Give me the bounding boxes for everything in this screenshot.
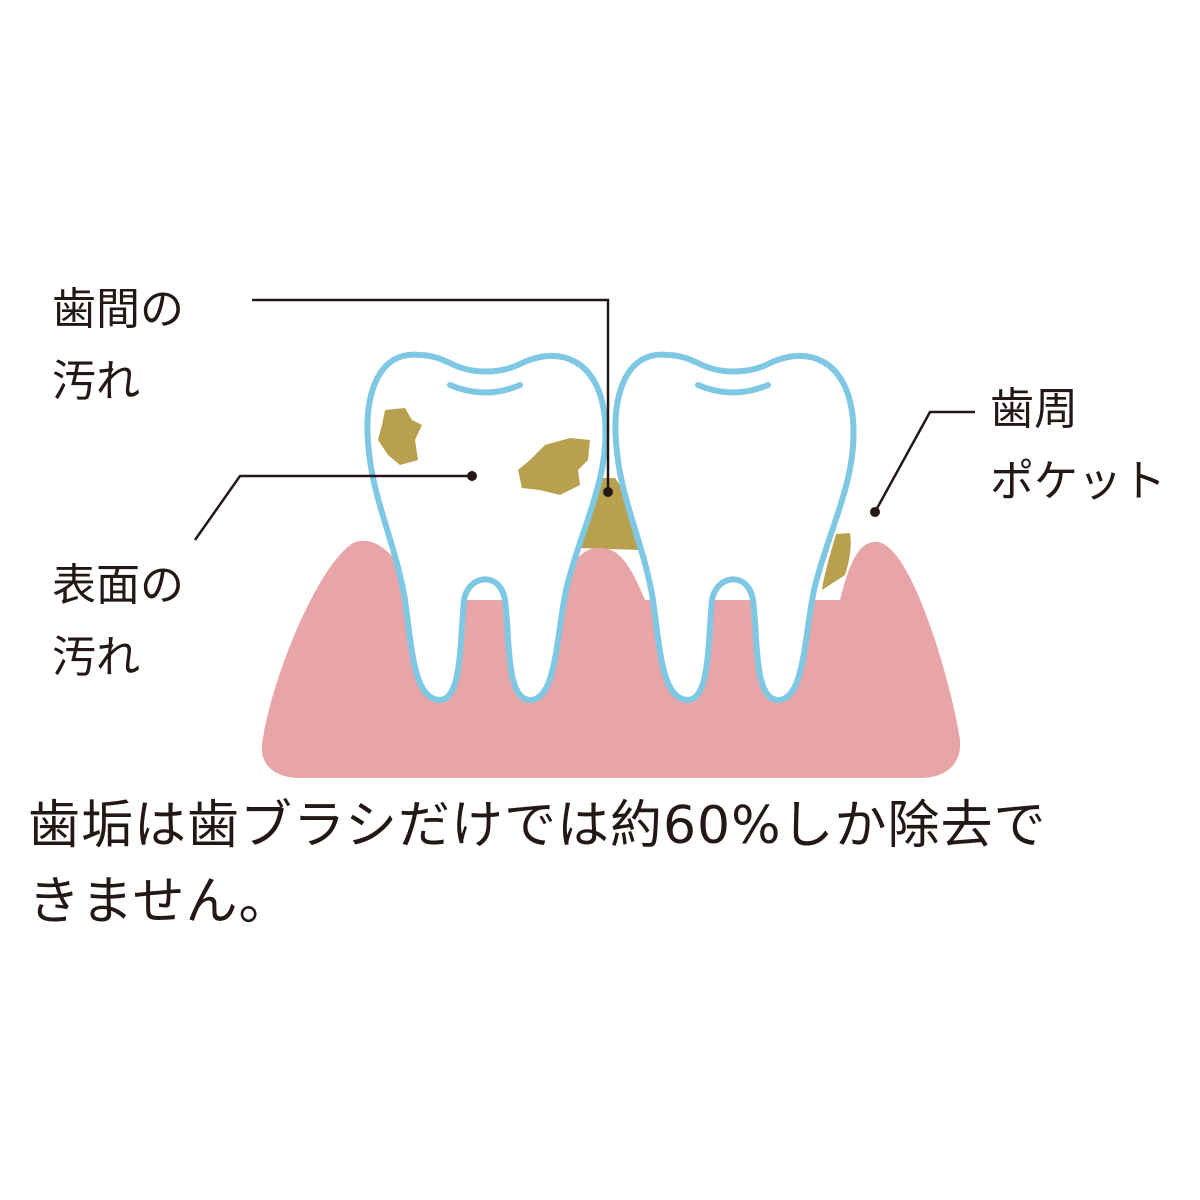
plaque-gum-pocket — [822, 533, 851, 590]
plaque-surface-1 — [378, 408, 422, 465]
caption-line: きません。 — [28, 872, 292, 932]
leader-lines — [193, 298, 975, 541]
pointer-dot — [603, 487, 613, 497]
label-line: 表面の — [52, 560, 184, 611]
label-line: ポケット — [990, 456, 1166, 507]
label-line: 汚れ — [52, 356, 140, 407]
pointer-dot — [870, 507, 880, 517]
label-interdental: 歯間の 汚れ — [52, 274, 184, 418]
label-line: 歯周 — [990, 384, 1078, 435]
tooth-right — [615, 355, 853, 700]
label-line: 歯間の — [52, 284, 184, 335]
tooth-left — [367, 355, 605, 700]
label-surface: 表面の 汚れ — [52, 550, 184, 694]
plaque-surface-2 — [518, 438, 590, 495]
gum-between-teeth — [560, 548, 645, 600]
label-periodontal-pocket: 歯周 ポケット — [990, 374, 1166, 518]
caption: 歯垢は歯ブラシだけでは約60%しか除去で きません。 — [28, 788, 1047, 940]
pointer-dot — [467, 471, 477, 481]
caption-line: 歯垢は歯ブラシだけでは約60%しか除去で — [28, 796, 1047, 856]
label-line: 汚れ — [52, 632, 140, 683]
